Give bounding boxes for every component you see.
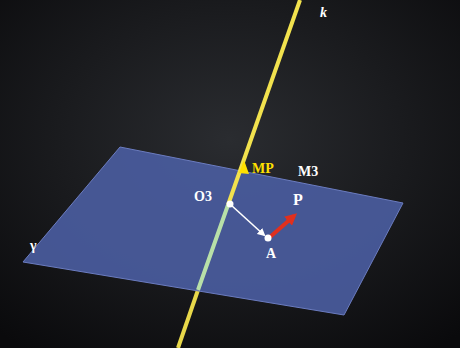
moment-label: MP bbox=[252, 162, 274, 176]
plane-gamma bbox=[23, 147, 403, 315]
plane-label: γ bbox=[30, 239, 37, 253]
force-vector bbox=[270, 216, 294, 237]
moment-arrow bbox=[239, 160, 249, 174]
radius-vector bbox=[231, 205, 264, 235]
point-label: A bbox=[266, 247, 276, 261]
line-name: k bbox=[320, 6, 327, 20]
force-label: P bbox=[293, 192, 303, 208]
point-o3 bbox=[227, 201, 234, 208]
point-a bbox=[265, 235, 272, 242]
moment-label: M3 bbox=[298, 165, 318, 179]
line-k-lower bbox=[178, 290, 198, 348]
point-label: O3 bbox=[194, 190, 212, 204]
line-k-through-plane bbox=[198, 205, 228, 290]
line-k-upper bbox=[228, 0, 300, 205]
